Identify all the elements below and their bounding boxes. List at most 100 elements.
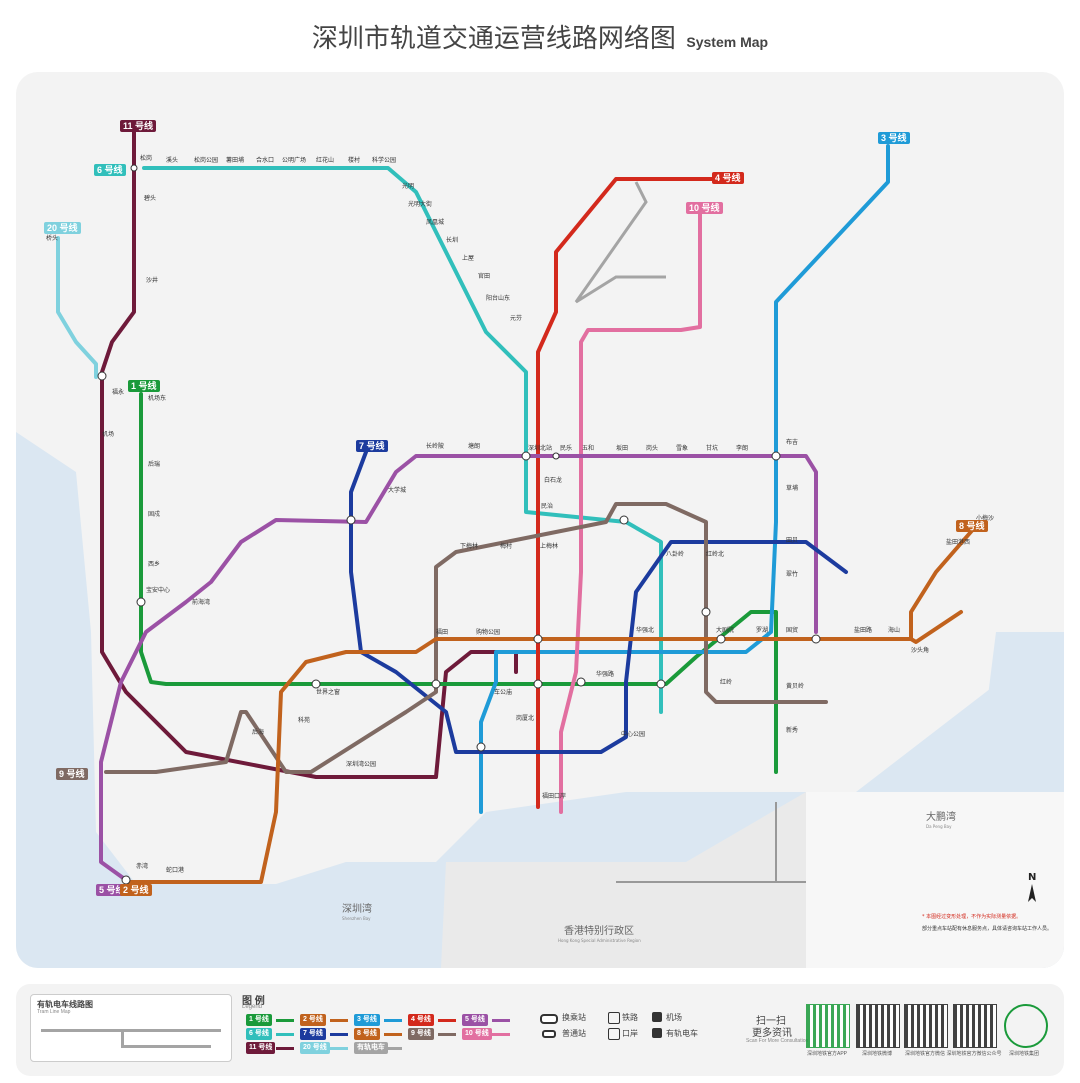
station-label: 下梅林 (460, 542, 478, 550)
station-label: 薯田埔 (226, 156, 244, 164)
station-node (656, 679, 666, 689)
station-node (533, 634, 543, 644)
station-label: 小梅沙 (976, 514, 994, 522)
metro-map[interactable]: 松岗 溪头 松岗公园 薯田埔 合水口 公明广场 红花山 楼村 科学公园 光明 光… (16, 72, 1064, 968)
station-node (576, 677, 586, 687)
station-label: 李朗 (736, 444, 748, 452)
line-badge-4: 4 号线 (712, 172, 744, 184)
station-label: 元芬 (510, 314, 522, 322)
tram-title: 有轨电车线路图 (37, 1000, 93, 1009)
line-3-path (479, 144, 890, 814)
station-label: 国贸 (786, 626, 798, 634)
qr-caption: 深圳地铁微博 (861, 1051, 892, 1057)
station-label: 世界之窗 (316, 688, 340, 696)
station-label: 中心公园 (621, 730, 645, 738)
line-badge-3: 3 号线 (878, 132, 910, 144)
map-note: * 本图经过变形处理，不作为实际测量依据。 (922, 913, 1021, 920)
region-label-dp-bay-en: Da Peng Bay (926, 824, 952, 829)
station-label: 布吉 (786, 438, 798, 446)
line-8-path (909, 524, 978, 641)
legend-line-2: 2 号线 (300, 1014, 326, 1026)
scan-label-en: Scan For More Consultation (746, 1038, 809, 1044)
station-node (552, 452, 560, 460)
station-label: 塘朗 (468, 442, 480, 450)
line-badge-6: 6 号线 (94, 164, 126, 176)
region-label-sz-bay: 深圳湾 (342, 902, 372, 915)
station-node (121, 875, 131, 885)
station-node (716, 634, 726, 644)
line-7-path (349, 450, 848, 754)
station-label: 新秀 (786, 726, 798, 734)
legend-line-3: 3 号线 (354, 1014, 380, 1026)
station-label: 官田 (478, 272, 490, 280)
line-20-path (56, 236, 98, 379)
station-node (811, 634, 821, 644)
station-label: 后瑞 (148, 460, 160, 468)
legend-line-bar (384, 1019, 402, 1022)
station-node (771, 451, 781, 461)
station-label: 深圳湾公园 (346, 760, 376, 768)
legend-transfer: 换乘站 (562, 1013, 586, 1022)
station-label: 民治 (541, 502, 553, 510)
legend-line-11: 11 号线 (246, 1042, 276, 1054)
legend-line-10: 10 号线 (462, 1028, 492, 1040)
station-node (521, 451, 531, 461)
station-label: 大学城 (388, 486, 406, 494)
tram-minimap: 有轨电车线路图 Tram Line Map (30, 994, 232, 1062)
station-label: 岗头 (646, 444, 658, 452)
station-label: 甘坑 (706, 444, 718, 452)
line-badge-10: 10 号线 (686, 202, 723, 214)
legend-line-bar (384, 1047, 402, 1050)
station-label: 阳台山东 (486, 294, 510, 302)
region-label-hk: 香港特别行政区 (564, 924, 634, 937)
station-label: 固戍 (148, 510, 160, 518)
station-label: 坂田 (616, 444, 628, 452)
station-label: 深圳北站 (528, 444, 552, 452)
station-label: 盐田路 (854, 626, 872, 634)
station-label: 民乐 (560, 445, 572, 452)
station-label: 盐田港西 (946, 538, 970, 546)
station-node (130, 164, 138, 172)
station-label: 梅村 (500, 542, 512, 550)
station-label: 红花山 (316, 156, 334, 164)
legend-line-bar (384, 1033, 402, 1036)
line-6-path (142, 166, 663, 714)
legend-title: 图 例 (242, 996, 265, 1007)
station-label: 松岗 (140, 154, 152, 162)
qr-caption: 深圳地铁官方微信 (904, 1051, 945, 1057)
station-label: 长岭陂 (426, 442, 444, 450)
station-label: 蛇口港 (166, 866, 184, 874)
region-label-hk-en: Hong Kong Special Administrative Region (558, 938, 641, 943)
station-node (476, 742, 486, 752)
legend-line-有轨电车: 有轨电车 (354, 1042, 388, 1054)
station-label: 沙头角 (911, 646, 929, 654)
tram-title-en: Tram Line Map (37, 1009, 71, 1015)
station-label: 海山 (888, 626, 900, 634)
station-label: 黄贝岭 (786, 682, 804, 690)
station-label: 罗湖 (756, 626, 768, 634)
station-label: 桥头 (46, 234, 58, 242)
legend-line-bar (276, 1047, 294, 1050)
qr-code-wechat-pub[interactable] (953, 1004, 997, 1048)
station-label: 华强路 (596, 670, 614, 678)
tram-minimap-branch2 (121, 1045, 211, 1048)
tram-minimap-branch (121, 1029, 124, 1045)
station-label: 红岭 (720, 678, 732, 686)
legend-line-bar (276, 1019, 294, 1022)
line-11-path (100, 130, 518, 779)
region-label-dp-bay: 大鹏湾 (926, 810, 956, 823)
map-note-2: 部分重点车站配有休息服务点，具体请咨询车站工作人员。 (922, 925, 1052, 932)
station-label: 西乡 (148, 561, 160, 568)
tram-path (574, 181, 666, 304)
qr-code-app[interactable] (806, 1004, 850, 1048)
legend-line-bar (492, 1019, 510, 1022)
station-label: 福永 (112, 388, 124, 396)
station-label: 光明 (402, 182, 414, 190)
qr-code-weibo[interactable] (856, 1004, 900, 1048)
north-label: N (1028, 872, 1036, 883)
line-badge-8: 8 号线 (956, 520, 988, 532)
qr-code-wechat[interactable] (904, 1004, 948, 1048)
legend-line-9: 9 号线 (408, 1028, 434, 1040)
airport-icon (652, 1012, 662, 1022)
